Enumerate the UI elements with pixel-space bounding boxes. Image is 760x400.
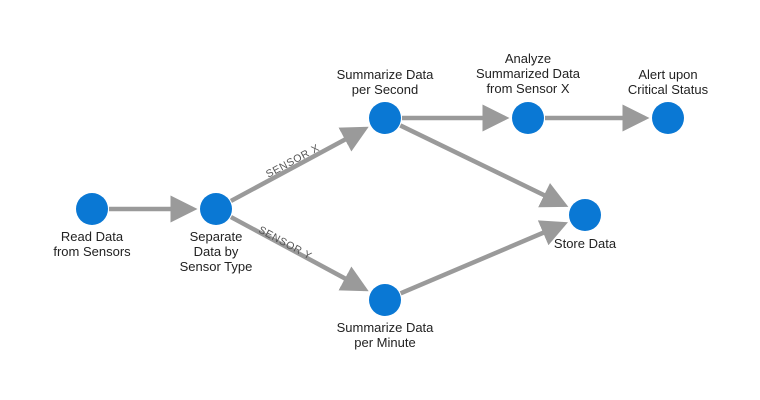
edge-sum_min-to-store [399, 220, 568, 296]
node-sum-sec [369, 102, 401, 134]
node-label-analyze: Analyze Summarized Data from Sensor X [475, 51, 581, 96]
node-alert [652, 102, 684, 134]
node-label-sum-sec: Summarize Data per Second [336, 67, 434, 97]
node-separate [200, 193, 232, 225]
node-sum-min [369, 284, 401, 316]
edge-separate-to-sum_sec [229, 126, 369, 203]
edge-separate-to-sum_min [229, 215, 369, 292]
node-label-sum-min: Summarize Data per Minute [336, 320, 434, 350]
node-read [76, 193, 108, 225]
node-label-store: Store Data [553, 236, 617, 251]
edge-sum_sec-to-store [399, 123, 569, 208]
node-analyze [512, 102, 544, 134]
node-store [569, 199, 601, 231]
node-label-separate: Separate Data by Sensor Type [179, 229, 253, 274]
node-label-alert: Alert upon Critical Status [627, 67, 709, 97]
node-label-read: Read Data from Sensors [53, 229, 131, 259]
